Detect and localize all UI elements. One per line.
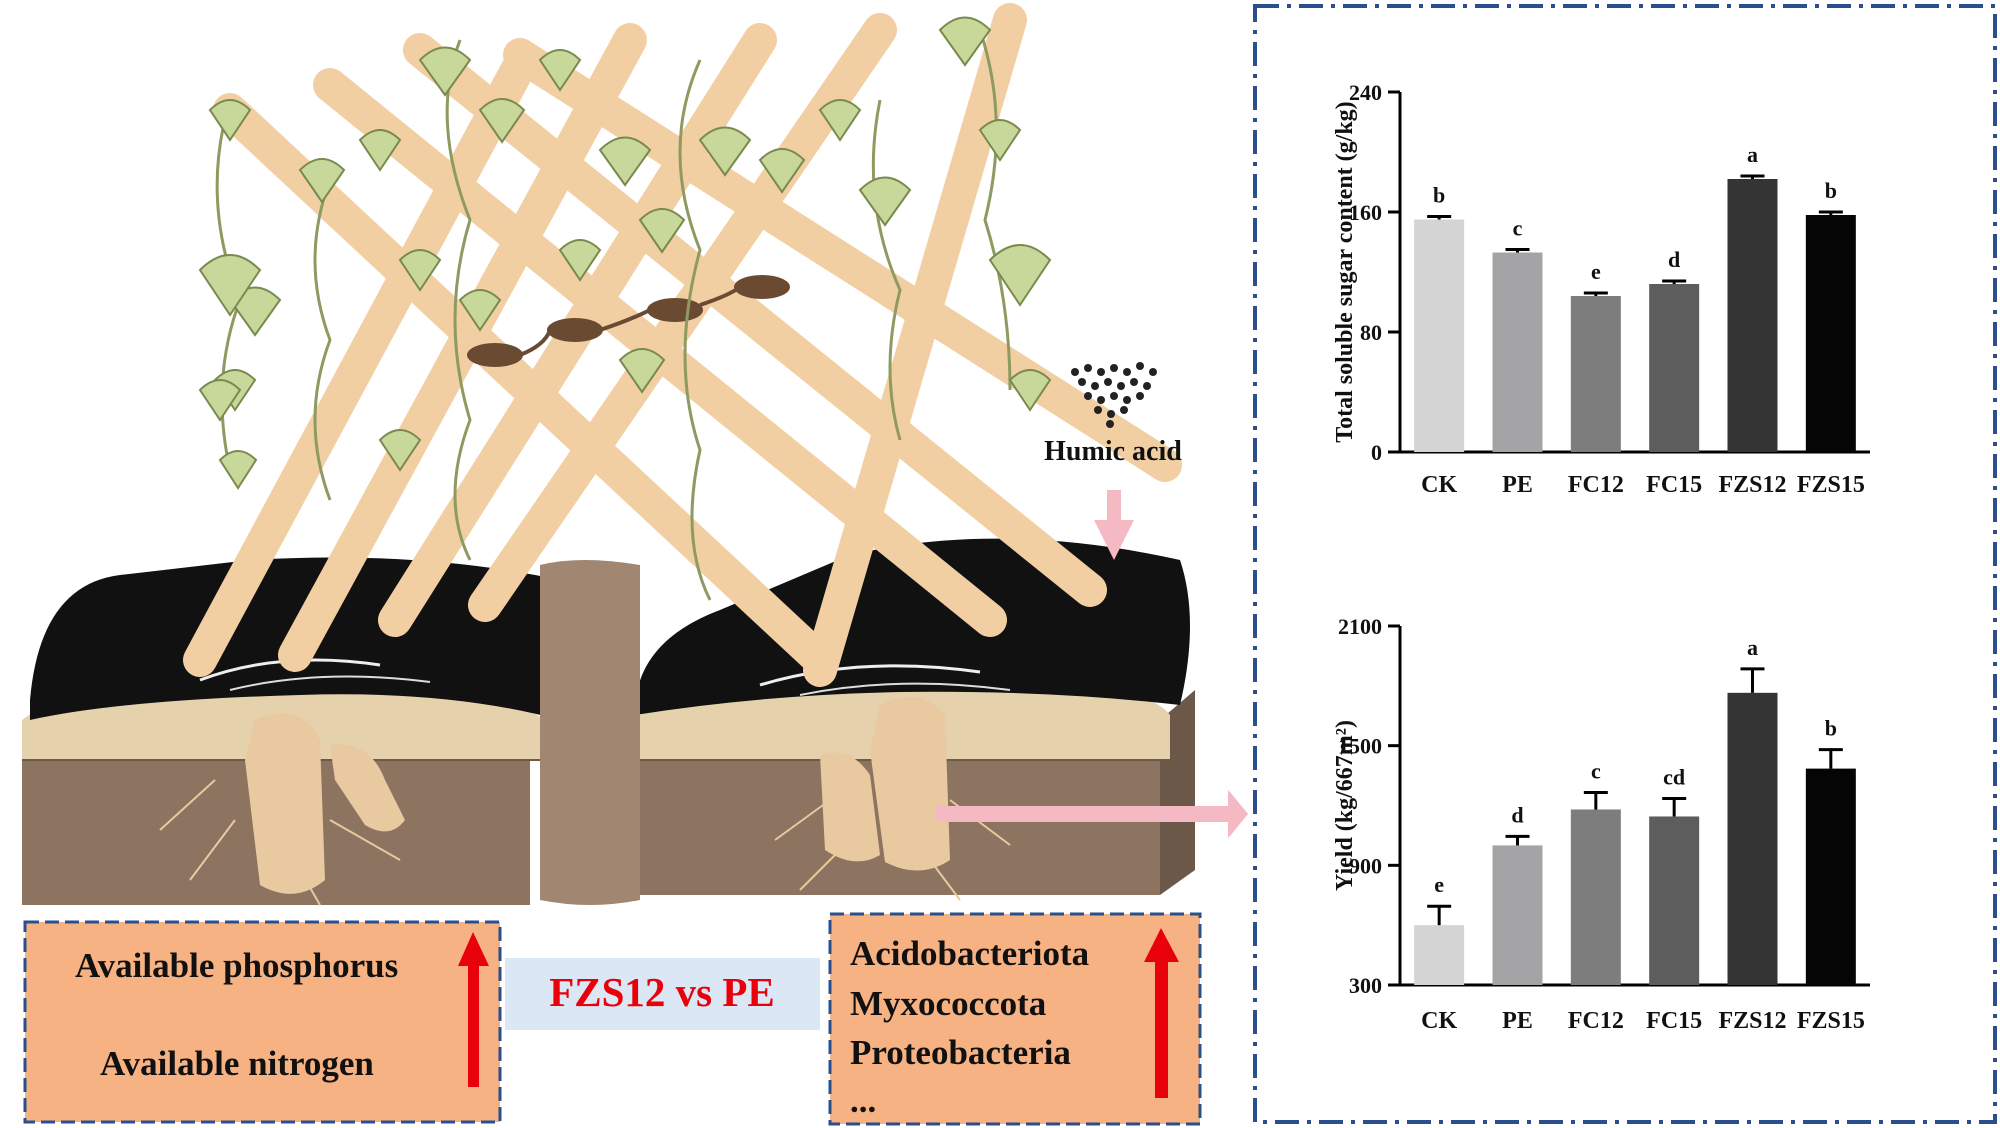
- x-tick-label: PE: [1502, 1008, 1533, 1034]
- result-arrow: [935, 790, 1248, 838]
- y-axis-label: Total soluble sugar content (g/kg): [1332, 101, 1358, 442]
- bar: [1727, 179, 1778, 452]
- significance-letter: cd: [1663, 765, 1685, 790]
- humic-acid-label: Humic acid: [1044, 436, 1182, 467]
- y-tick-label: 240: [1349, 80, 1382, 105]
- x-tick-label: FZS15: [1797, 1008, 1865, 1034]
- humic-acid-arrow: [1094, 490, 1134, 560]
- charts-frame: [1253, 4, 1997, 1124]
- y-tick-label: 900: [1349, 853, 1382, 878]
- comparison-label: FZS12 vs PE: [549, 969, 775, 1015]
- bar: [1492, 845, 1543, 985]
- bar: [1570, 296, 1621, 452]
- y-tick-label: 300: [1349, 973, 1382, 998]
- leaves: [198, 16, 1052, 490]
- significance-letter: e: [1591, 259, 1601, 284]
- significance-letter: b: [1825, 178, 1837, 203]
- x-tick-label: FZS12: [1718, 1008, 1786, 1034]
- microbe-line-2: Myxococcota: [850, 984, 1046, 1023]
- y-tick-label: 2100: [1338, 614, 1382, 639]
- significance-letter: b: [1433, 183, 1445, 208]
- x-tick-label: FC15: [1646, 1008, 1702, 1034]
- tuber-left: [159, 713, 405, 906]
- x-tick-label: PE: [1502, 472, 1533, 498]
- x-tick-label: CK: [1421, 1008, 1457, 1034]
- bar: [1414, 925, 1465, 985]
- x-tick-label: FZS15: [1797, 472, 1865, 498]
- bar: [1649, 816, 1700, 985]
- significance-letter: e: [1434, 872, 1444, 897]
- significance-letter: a: [1747, 635, 1758, 660]
- microbe-line-1: Acidobacteriota: [850, 934, 1089, 973]
- microbe-box: Acidobacteriota Myxococcota Proteobacter…: [828, 912, 1202, 1126]
- nutrient-line-phosphorus: Available phosphorus: [75, 946, 398, 985]
- soil-ridge-right: [630, 538, 1195, 895]
- bar: [1727, 692, 1778, 985]
- comparison-banner: FZS12 vs PE: [505, 958, 820, 1030]
- y-tick-label: 1500: [1338, 734, 1382, 759]
- microbe-line-3: Proteobacteria: [850, 1033, 1071, 1072]
- x-tick-label: FZS12: [1718, 472, 1786, 498]
- bar: [1570, 809, 1621, 985]
- y-tick-label: 80: [1360, 320, 1382, 345]
- microbe-line-4: ...: [850, 1081, 876, 1120]
- bar: [1805, 215, 1856, 452]
- x-tick-label: CK: [1421, 472, 1457, 498]
- x-tick-label: FC12: [1568, 472, 1624, 498]
- furrow: [540, 560, 640, 905]
- significance-letter: d: [1668, 247, 1680, 272]
- x-tick-label: FC12: [1568, 1008, 1624, 1034]
- tuber-right: [774, 697, 1011, 901]
- x-tick-label: FC15: [1646, 472, 1702, 498]
- significance-letter: a: [1747, 142, 1758, 167]
- bar: [1492, 252, 1543, 452]
- bar: [1414, 219, 1465, 452]
- y-tick-label: 0: [1371, 440, 1382, 465]
- y-axis-label: Yield (kg/667m²): [1332, 720, 1358, 891]
- soil-illustration: Humic acid: [22, 3, 1248, 906]
- up-arrow-icon: [458, 932, 489, 1087]
- nutrient-box: Available phosphorus Available nitrogen: [23, 920, 502, 1124]
- significance-letter: c: [1513, 216, 1523, 241]
- significance-letter: b: [1825, 716, 1837, 741]
- significance-letter: d: [1511, 802, 1523, 827]
- bar: [1805, 768, 1856, 985]
- up-arrow-icon: [1144, 928, 1179, 1098]
- nutrient-line-nitrogen: Available nitrogen: [100, 1044, 374, 1083]
- bar: [1649, 284, 1700, 452]
- significance-letter: c: [1591, 759, 1601, 784]
- humic-acid-particles: [1071, 362, 1157, 428]
- y-tick-label: 160: [1349, 200, 1382, 225]
